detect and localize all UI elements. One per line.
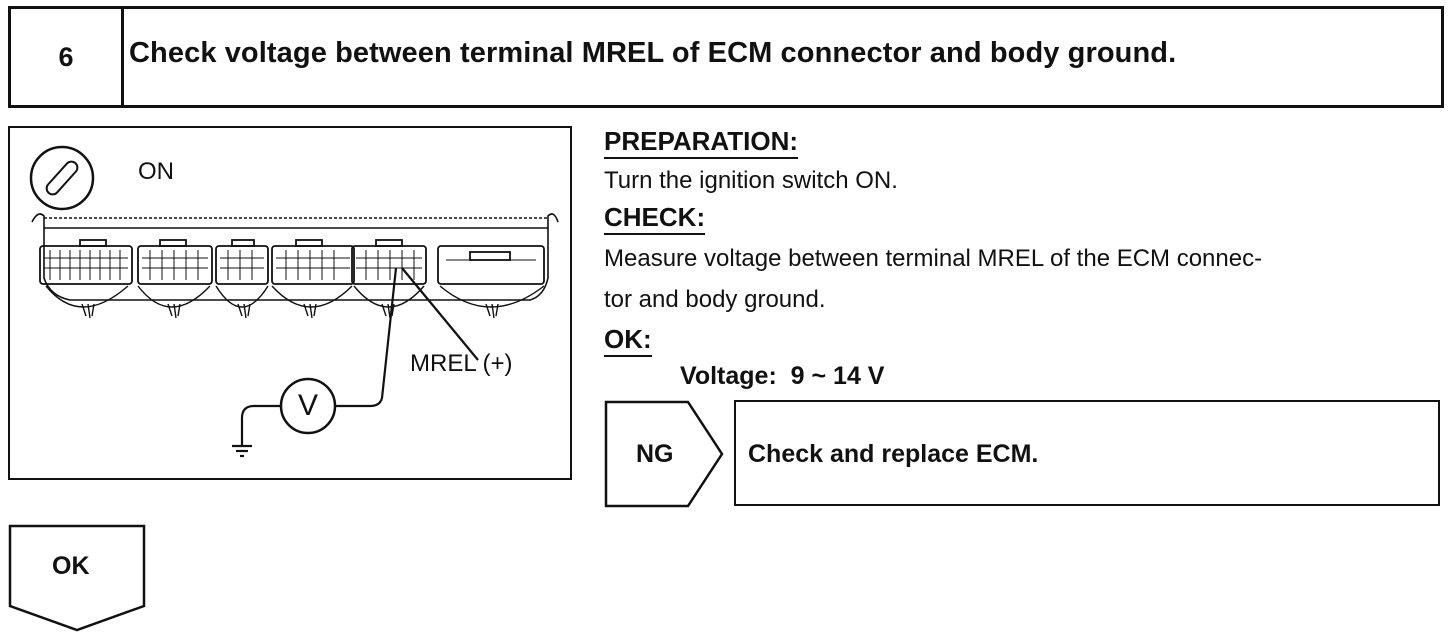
step-title: Check voltage between terminal MREL of E… [129,37,1177,69]
ok-arrow-tab [8,524,146,632]
ok-voltage-spec: Voltage: 9 ~ 14 V [680,362,885,390]
test-leads [232,267,479,458]
voltmeter-icon [279,377,337,435]
ng-arrow-tab [604,400,724,508]
ecm-connectors [39,239,545,285]
ignition-on-label: ON [138,158,174,185]
check-text-line-1: Measure voltage between terminal MREL of… [604,245,1263,272]
ecm-diagram-drawing [29,145,559,458]
ng-action-text: Check and replace ECM. [748,440,1039,468]
preparation-text: Turn the ignition switch ON. [604,167,898,194]
ecm-housing [31,213,559,301]
preparation-heading: PREPARATION: [604,126,799,159]
check-text-line-2: tor and body ground. [604,286,826,313]
ecm-connector-diagram: ON MREL (+) V [8,126,572,480]
check-heading: CHECK: [604,202,706,235]
wire-harness [45,285,545,319]
step-header: 6 Check voltage between terminal MREL of… [8,6,1444,108]
mrel-terminal-label: MREL (+) [410,350,513,377]
ng-action-box [734,400,1440,506]
ok-label: OK [52,552,90,580]
ng-label: NG [636,440,674,468]
ignition-key-icon [29,145,95,211]
voltmeter-symbol: V [297,389,318,422]
step-number: 6 [11,9,124,105]
ok-heading: OK: [604,324,652,357]
